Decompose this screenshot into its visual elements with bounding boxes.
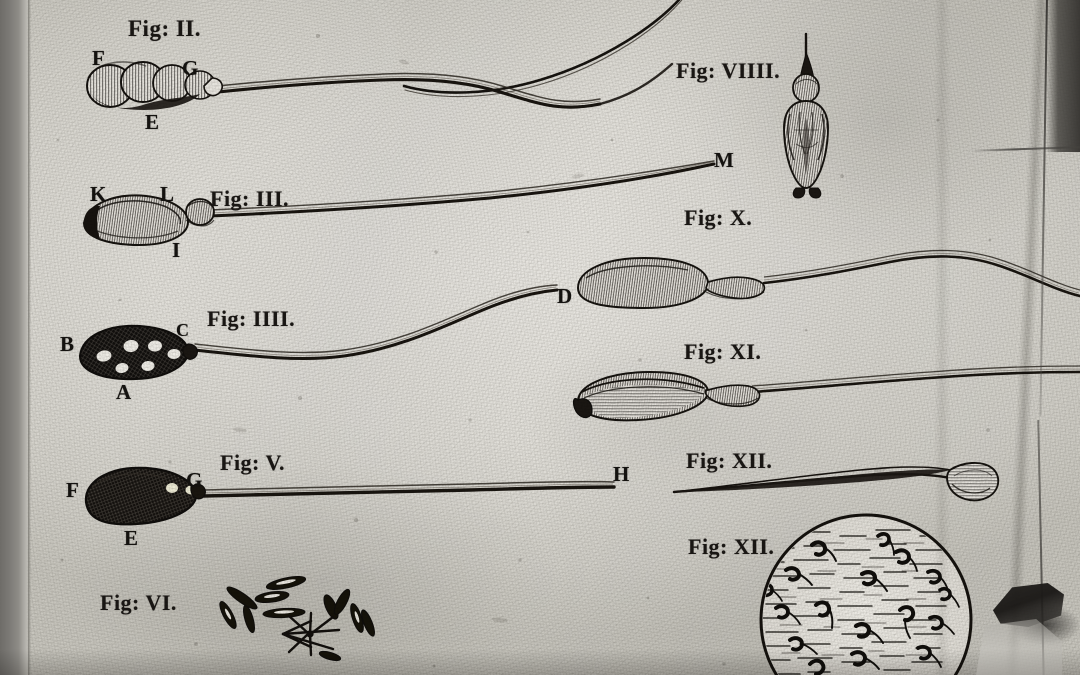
point-label-c-fig4: C <box>176 320 189 340</box>
point-label-e-fig2: E <box>145 110 160 134</box>
page-bottom-shadow <box>0 649 1080 675</box>
point-label-i-fig3: I <box>172 238 181 262</box>
figure-13-caption: Fig: XII. <box>688 534 775 559</box>
figure-12-caption: Fig: XII. <box>686 448 773 473</box>
figure-10-caption: Fig: X. <box>684 205 753 230</box>
point-label-g-fig5: G <box>186 468 203 492</box>
point-label-m-fig3: M <box>714 148 734 172</box>
point-label-e-fig5: E <box>124 526 139 550</box>
point-label-b-fig4: B <box>60 332 75 356</box>
point-label-g-fig2: G <box>182 56 199 80</box>
point-label-h-fig5: H <box>613 462 630 486</box>
figure-3-caption: Fig: III. <box>210 186 290 211</box>
point-label-d-fig4: D <box>557 284 573 308</box>
page-gutter-shadow <box>0 0 30 675</box>
figure-11-caption: Fig: XI. <box>684 339 762 364</box>
figure-4-caption: Fig: IIII. <box>207 306 296 331</box>
figure-9-caption: Fig: VIIII. <box>676 58 781 83</box>
point-label-a-fig4: A <box>116 380 132 404</box>
point-label-k-fig3: K <box>90 182 107 206</box>
point-label-l-fig3: L <box>160 182 175 206</box>
point-label-f-fig5: F <box>66 478 79 502</box>
point-label-f-fig2: F <box>92 46 105 70</box>
page-right-edge-shadow <box>1046 0 1080 152</box>
page-gutter-edge <box>28 0 31 675</box>
figure-2-caption: Fig: II. <box>128 16 201 41</box>
figure-6-caption: Fig: VI. <box>100 590 177 615</box>
figure-5-caption: Fig: V. <box>220 450 286 475</box>
